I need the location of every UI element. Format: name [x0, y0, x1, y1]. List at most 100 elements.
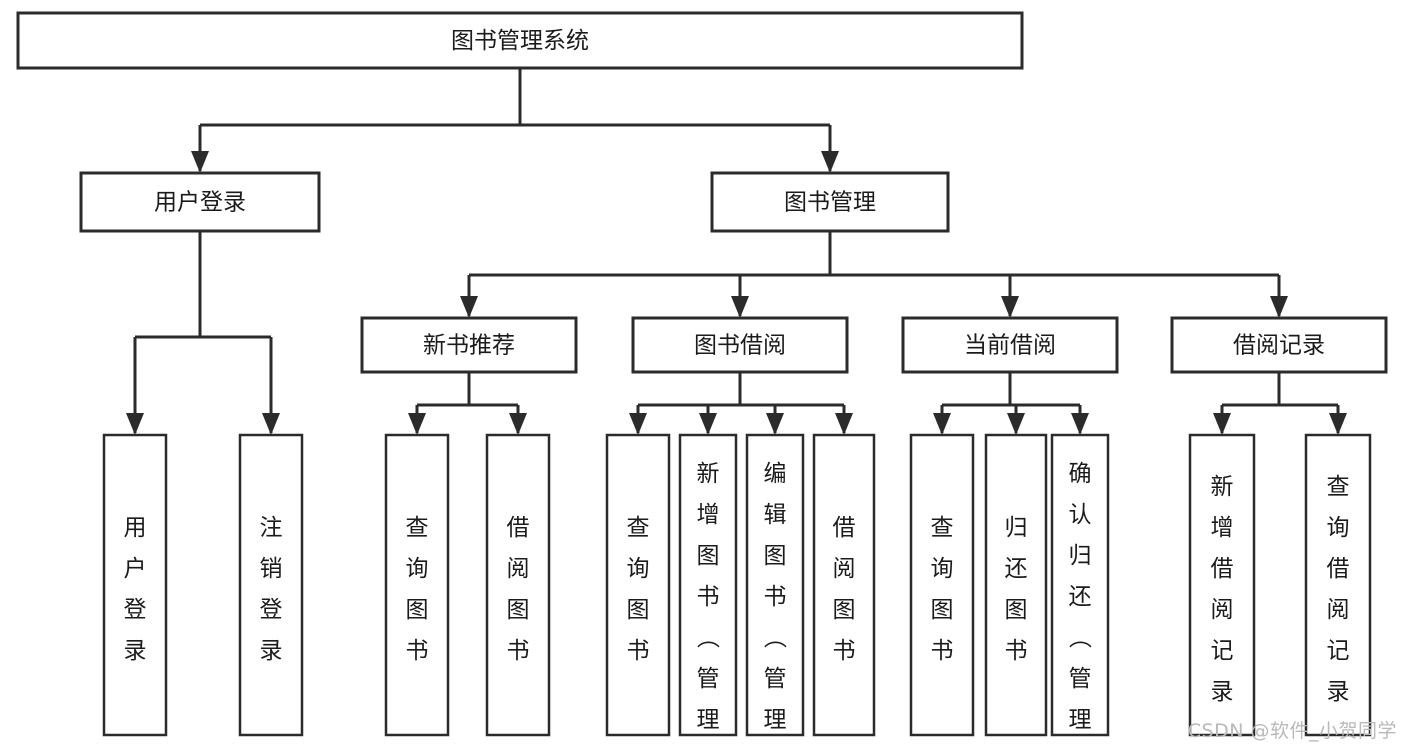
node-label-char: 理 — [697, 707, 720, 733]
node-label-char: 新 — [1211, 474, 1234, 500]
arrow-head-icon — [408, 413, 426, 435]
node-label-char: 借 — [1211, 556, 1234, 582]
arrow-head-icon — [731, 296, 749, 318]
node-current-borrow[interactable]: 当前借阅 — [901, 316, 1119, 374]
node-label-char: （ — [761, 625, 787, 648]
node-box-leaf-query-book-current — [909, 433, 975, 737]
arrow-head-icon — [1071, 413, 1089, 435]
node-label-char: 录 — [1211, 679, 1234, 705]
node-label-char: 书 — [833, 638, 856, 664]
node-box-leaf-edit-book-admin — [745, 433, 805, 737]
connector-e-record-split — [1213, 372, 1347, 435]
node-label-char: 询 — [406, 556, 429, 582]
node-label-char: 记 — [1211, 638, 1234, 664]
connector-layer — [126, 68, 1347, 435]
node-new-book-recommend[interactable]: 新书推荐 — [360, 316, 578, 374]
node-label-char: 理 — [764, 707, 787, 733]
node-label-new-book-recommend: 新书推荐 — [423, 333, 515, 359]
node-box-leaf-query-book-recommend — [384, 433, 450, 737]
node-label-char: 理 — [1069, 707, 1092, 733]
node-label-char: 询 — [627, 556, 650, 582]
node-label-current-borrow: 当前借阅 — [964, 333, 1056, 359]
node-label-char: 书 — [507, 638, 530, 664]
node-label-char: 管 — [1069, 666, 1092, 692]
node-box-leaf-return-book — [984, 433, 1048, 737]
node-label-char: 用 — [124, 515, 147, 541]
node-box-current-borrow — [901, 316, 1119, 374]
node-label-char: 登 — [260, 597, 283, 623]
connector-e-current-split — [933, 372, 1089, 435]
node-box-leaf-add-book-admin — [678, 433, 738, 737]
node-label-char: 注 — [260, 515, 283, 541]
arrow-head-icon — [1001, 296, 1019, 318]
node-label-char: 书 — [764, 584, 787, 610]
node-label-char: 书 — [1005, 638, 1028, 664]
node-label-char: 图 — [697, 543, 720, 569]
connector-e-recommend-split — [408, 372, 527, 435]
node-label-char: 录 — [260, 638, 283, 664]
arrow-head-icon — [835, 413, 853, 435]
arrow-head-icon — [766, 413, 784, 435]
node-label-char: 归 — [1005, 515, 1028, 541]
node-layer: 图书管理系统用户登录图书管理新书推荐图书借阅当前借阅借阅记录用户登录注销登录查询… — [16, 11, 1388, 747]
node-box-leaf-confirm-return-admin — [1050, 433, 1110, 737]
node-label-char: 书 — [931, 638, 954, 664]
csdn-watermark: CSDN @软件_小贺同学 — [1187, 720, 1397, 742]
connector-e-bookmanage-split — [460, 231, 1288, 318]
arrow-head-icon — [1007, 413, 1025, 435]
node-label-char: 询 — [931, 556, 954, 582]
node-borrow-record[interactable]: 借阅记录 — [1170, 316, 1388, 374]
arrow-head-icon — [460, 296, 478, 318]
arrow-head-icon — [509, 413, 527, 435]
node-label-char: 销 — [260, 556, 283, 582]
arrow-head-icon — [629, 413, 647, 435]
node-label-char: 查 — [627, 515, 650, 541]
node-label-char: 确 — [1069, 461, 1092, 487]
node-label-char: 录 — [1327, 679, 1350, 705]
node-box-leaf-borrow-book — [812, 433, 876, 737]
node-label-book-borrow: 图书借阅 — [694, 333, 786, 359]
node-label-char: （ — [1066, 625, 1092, 648]
node-box-new-book-recommend — [360, 316, 578, 374]
node-root[interactable]: 图书管理系统 — [16, 11, 1024, 70]
node-label-char: 图 — [764, 543, 787, 569]
arrow-head-icon — [126, 413, 144, 435]
node-box-leaf-add-borrow-record — [1188, 433, 1256, 737]
node-label-char: 图 — [1005, 597, 1028, 623]
node-box-borrow-record — [1170, 316, 1388, 374]
node-box-leaf-query-book-borrow — [605, 433, 671, 737]
node-box-book-manage — [710, 171, 950, 233]
node-book-borrow[interactable]: 图书借阅 — [631, 316, 849, 374]
node-label-char: 查 — [931, 515, 954, 541]
node-label-char: 登 — [124, 597, 147, 623]
node-label-char: 查 — [1327, 474, 1350, 500]
node-label-user-login: 用户登录 — [154, 190, 246, 216]
node-label-char: 增 — [697, 502, 720, 528]
node-label-char: 阅 — [507, 556, 530, 582]
arrow-head-icon — [699, 413, 717, 435]
node-label-char: 图 — [507, 597, 530, 623]
node-leaf-user-login[interactable]: 用户登录 — [102, 433, 168, 737]
node-label-char: 阅 — [1327, 597, 1350, 623]
node-user-login[interactable]: 用户登录 — [79, 171, 321, 233]
node-label-char: 图 — [406, 597, 429, 623]
node-label-char: 增 — [1211, 515, 1234, 541]
arrow-head-icon — [1270, 296, 1288, 318]
node-label-root: 图书管理系统 — [451, 28, 589, 54]
node-label-char: 阅 — [833, 556, 856, 582]
node-label-char: 借 — [1327, 556, 1350, 582]
node-book-manage[interactable]: 图书管理 — [710, 171, 950, 233]
node-label-char: 询 — [1327, 515, 1350, 541]
